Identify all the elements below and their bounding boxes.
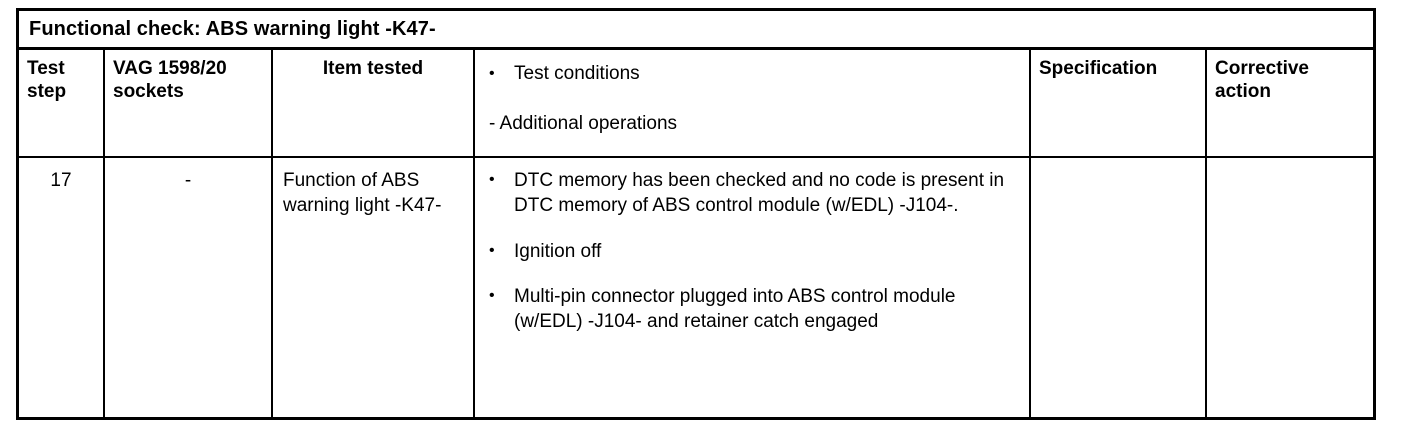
cell-corrective-action [1207,158,1373,417]
bullet-icon: • [489,286,495,304]
header-cell-corrective-action: Corrective action [1207,50,1373,156]
header-test-step-line2: step [27,81,67,103]
header-corrective-line1: Corrective [1215,58,1309,79]
header-cell-vag-sockets: VAG 1598/20 sockets [105,50,273,156]
header-conditions-bullet-line: • Test conditions [489,62,1021,86]
table-title-row: Functional check: ABS warning light -K47… [19,11,1373,50]
functional-check-table: Functional check: ABS warning light -K47… [16,8,1376,420]
header-vag-line2: sockets [113,81,184,103]
header-cell-test-step: Test step [19,50,105,156]
condition-text: Multi-pin connector plugged into ABS con… [514,285,956,333]
header-corrective-line2: action [1215,81,1271,103]
cell-test-step: 17 [19,158,105,417]
condition-list-item: • DTC memory has been checked and no cod… [489,168,1021,219]
header-conditions-bullet-text: Test conditions [514,63,640,84]
table-header-row: Test step VAG 1598/20 sockets Item teste… [19,50,1373,158]
value-vag-sockets: - [184,170,192,191]
cell-item-tested: Function of ABS warning light -K47- [273,158,475,417]
header-cell-specification: Specification [1031,50,1207,156]
header-cell-test-conditions: • Test conditions - Additional operation… [475,50,1031,156]
bullet-icon: • [489,241,495,259]
bullet-icon: • [489,171,495,188]
header-conditions-dash-text: - Additional operations [489,112,678,134]
condition-list-item: • Ignition off [489,239,1021,264]
header-item-tested: Item tested [322,58,424,79]
table-title: Functional check: ABS warning light -K47… [29,17,436,40]
header-test-step-line1: Test [27,58,65,79]
condition-list-item: • Multi-pin connector plugged into ABS c… [489,284,1021,335]
condition-text: Ignition off [514,240,602,262]
header-specification: Specification [1039,58,1158,79]
cell-specification [1031,158,1207,417]
condition-text: DTC memory has been checked and no code … [514,170,1005,217]
cell-test-conditions: • DTC memory has been checked and no cod… [475,158,1031,417]
header-vag-line1: VAG 1598/20 [113,58,227,79]
value-item-tested: Function of ABS warning light -K47- [283,170,442,216]
bullet-icon: • [489,65,495,82]
cell-vag-sockets: - [105,158,273,417]
header-cell-item-tested: Item tested [273,50,475,156]
value-test-step: 17 [50,170,72,191]
table-row: 17 - Function of ABS warning light -K47-… [19,158,1373,417]
